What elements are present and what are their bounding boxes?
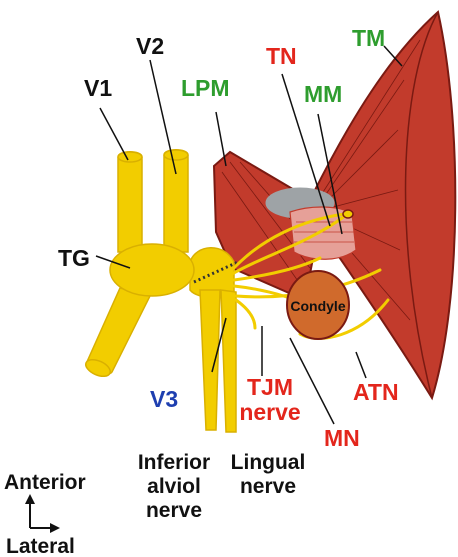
label-lateral: Lateral bbox=[6, 535, 75, 557]
ophthalmic-nerve-v1 bbox=[118, 152, 142, 252]
label-mn: MN bbox=[324, 425, 360, 451]
label-tm: TM bbox=[352, 25, 385, 51]
label-inferior-alviol-line1: Inferior bbox=[138, 451, 210, 474]
label-atn: ATN bbox=[353, 379, 399, 405]
label-v2: V2 bbox=[136, 33, 164, 59]
maxillary-nerve-trunk bbox=[83, 288, 150, 380]
orientation-arrows bbox=[25, 494, 60, 533]
nerve-junction bbox=[343, 210, 353, 218]
label-inferior-alviol-line2: alviol bbox=[147, 475, 201, 498]
label-tjm-nerve-line2: nerve bbox=[239, 399, 300, 425]
label-lingual-line2: nerve bbox=[240, 475, 296, 498]
label-v3: V3 bbox=[150, 386, 178, 412]
maxillary-nerve-v2 bbox=[164, 150, 188, 252]
label-tn: TN bbox=[266, 43, 297, 69]
label-tg: TG bbox=[58, 245, 90, 271]
label-v1: V1 bbox=[84, 75, 112, 101]
label-anterior: Anterior bbox=[4, 471, 86, 494]
label-lpm: LPM bbox=[181, 75, 230, 101]
trigeminal-ganglion bbox=[110, 244, 194, 296]
label-inferior-alviol-line3: nerve bbox=[146, 499, 202, 522]
label-condyle: Condyle bbox=[290, 298, 345, 314]
label-lingual-line1: Lingual bbox=[231, 451, 306, 474]
label-tjm-nerve-line1: TJM bbox=[247, 374, 293, 400]
mandibular-nerve-v3 bbox=[190, 248, 236, 432]
label-mm: MM bbox=[304, 81, 342, 107]
